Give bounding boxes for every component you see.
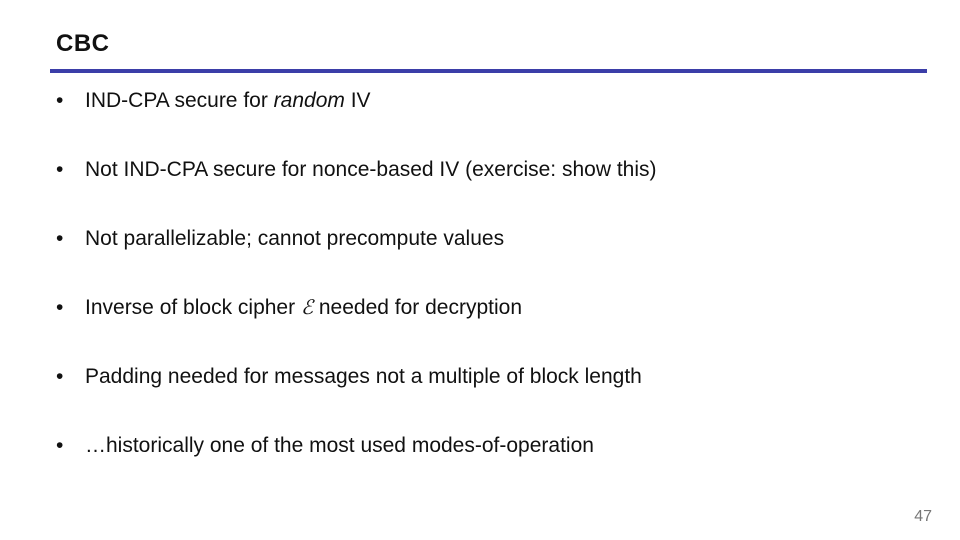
bullet-text: Not IND-CPA secure for nonce-based IV (e… (85, 158, 657, 181)
bullet-item-random-iv: • IND-CPA secure for random IV (56, 86, 916, 155)
bullet-text-after: IV (344, 89, 371, 112)
bullet-marker: • (56, 434, 64, 457)
bullet-item-historically: • …historically one of the most used mod… (56, 431, 916, 500)
bullet-emphasis: random (273, 89, 345, 112)
bullet-text: IND-CPA secure for random IV (85, 86, 371, 115)
bullet-text: …historically one of the most used modes… (85, 434, 594, 457)
bullet-marker: • (56, 89, 64, 112)
bullet-text: Inverse of block cipher ℰ needed for dec… (85, 293, 522, 322)
bullet-item-inverse-cipher: • Inverse of block cipher ℰ needed for d… (56, 293, 916, 362)
bullet-marker: • (56, 365, 64, 388)
bullet-item-parallelizable: • Not parallelizable; cannot precompute … (56, 224, 916, 293)
slide-title: CBC (56, 30, 110, 57)
cipher-symbol: ℰ (300, 295, 314, 319)
bullet-text: Not parallelizable; cannot precompute va… (85, 227, 505, 250)
bullet-text-before: IND-CPA secure for (85, 89, 274, 112)
bullet-marker: • (56, 158, 64, 181)
bullet-item-nonce-iv: • Not IND-CPA secure for nonce-based IV … (56, 155, 916, 224)
bullet-item-padding: • Padding needed for messages not a mult… (56, 362, 916, 431)
title-underline (50, 69, 927, 73)
bullet-marker: • (56, 227, 64, 250)
page-number: 47 (914, 508, 932, 525)
bullet-text-before: Inverse of block cipher (85, 296, 301, 319)
bullet-text-after: needed for decryption (313, 296, 523, 319)
bullet-list: • IND-CPA secure for random IV • Not IND… (56, 86, 916, 500)
bullet-text: Padding needed for messages not a multip… (85, 365, 642, 388)
bullet-marker: • (56, 296, 64, 319)
